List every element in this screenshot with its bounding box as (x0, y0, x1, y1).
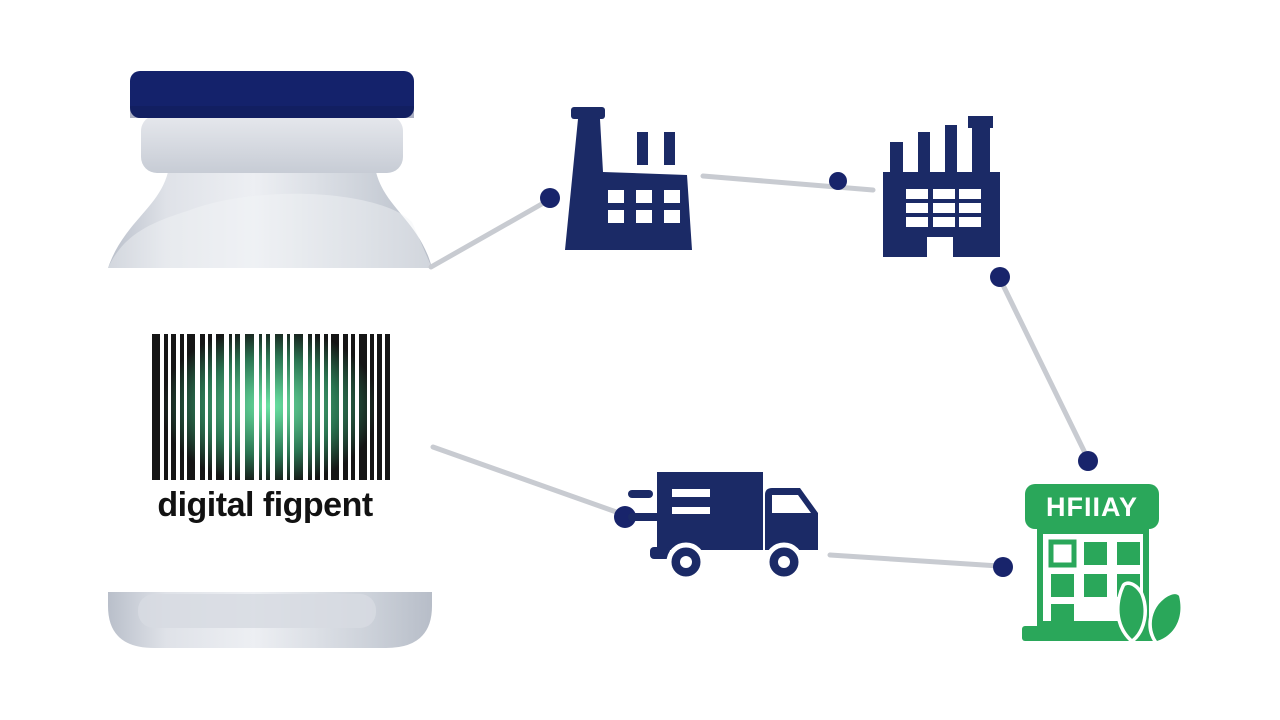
connector-line-plant-pharmacy (998, 278, 1090, 460)
connector-line-vial-factory (428, 198, 550, 270)
pharmacy-window (1048, 539, 1077, 568)
delivery-truck-icon (615, 465, 865, 595)
connector-line-vial-truck (430, 444, 625, 517)
pharmacy-sign (1025, 484, 1159, 529)
vial-cap (130, 71, 414, 118)
connector-line-factory-plant (700, 173, 876, 193)
manufacturing-plant-icon (875, 115, 1000, 260)
factory-icon (558, 100, 708, 255)
vial-base-highlight (138, 594, 376, 628)
vial-label-text: digital figpent (157, 486, 373, 524)
connector-dot (540, 188, 560, 208)
connector-line-truck-pharmacy (827, 552, 1002, 569)
connector-dot (1078, 451, 1098, 471)
vial-cap-shade (130, 106, 414, 118)
pharmacy-building-icon: HFIIAY (1013, 478, 1183, 648)
connector-dot (614, 506, 636, 528)
pharmacy-sign-text: HFIIAY (1046, 492, 1138, 522)
connector-dot (990, 267, 1010, 287)
leaf-icon (1116, 581, 1183, 645)
connector-dot (993, 557, 1013, 577)
vial-neck (141, 115, 403, 173)
connector-dot (829, 172, 847, 190)
